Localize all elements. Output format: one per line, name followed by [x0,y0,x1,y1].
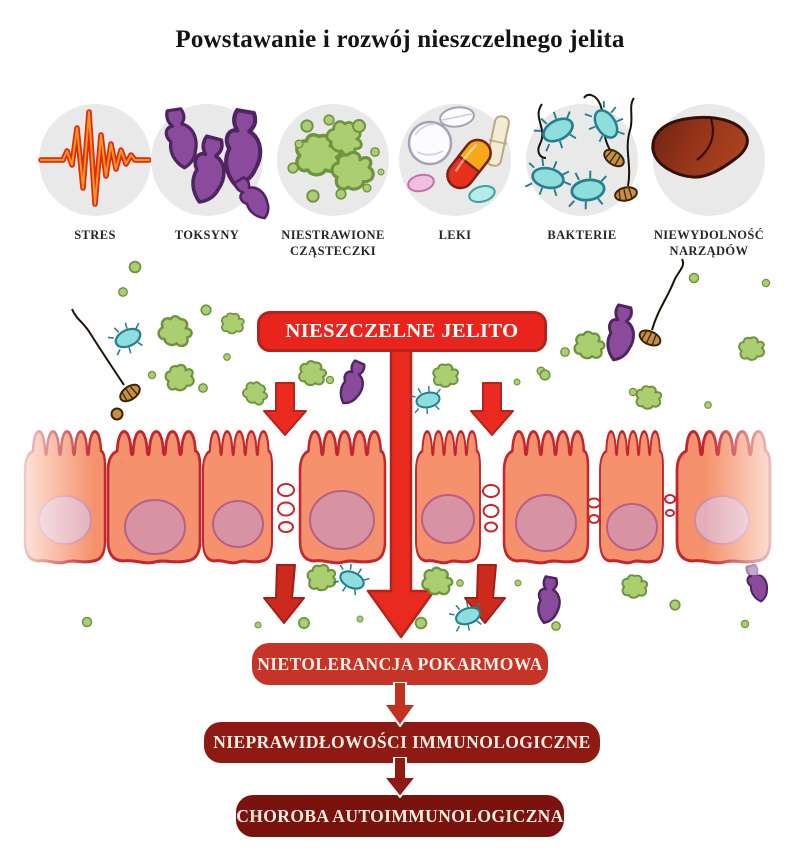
cause-circle [151,104,277,224]
bacteria-icon [521,93,640,214]
cause-item-drugs: LEKI [390,104,520,243]
tight-junction [588,514,600,524]
tight-junction [665,509,675,517]
cause-item-toxins: TOKSYNY [142,104,277,243]
outcome-banner-label: CHOROBA AUTOIMMUNOLOGICZNA [236,805,564,826]
cause-item-organ-failure: NIEWYDOLNOŚĆ NARZĄDÓW [644,104,774,260]
liver-icon [651,115,749,179]
stress-wave-icon [38,109,152,207]
cell-nucleus [124,499,186,555]
tight-junction [277,501,295,517]
outcome-banner-food-intolerance: NIETOLERANCJA POKARMOWA [252,643,548,685]
cause-item-bacteria: BAKTERIE [517,93,647,243]
cause-label: BAKTERIE [547,228,617,242]
cause-item-undigested: NIESTRAWIONE CZĄSTECZKI [268,104,398,260]
big-down-arrow-icon [366,347,436,639]
leaky-gut-banner-label: NIESZCZELNE JELITO [285,320,519,342]
left-fade [0,413,95,575]
cause-circle [521,93,640,216]
cause-item-stress: STRES [30,104,160,243]
particles-above [71,258,771,421]
cause-circle [651,104,765,216]
outcome-banner-label: NIEPRAWIDŁOWOŚCI IMMUNOLOGICZNE [213,732,591,752]
page-title: Powstawanie i rozwój nieszczelnego jelit… [175,26,625,53]
tight-junction [664,494,676,504]
cause-label: NIESTRAWIONE CZĄSTECZKI [281,228,385,259]
cell-nucleus [515,494,577,552]
cause-circle [38,104,152,216]
undigested-particles-icon [287,114,385,203]
cause-label: NIEWYDOLNOŚĆ NARZĄDÓW [653,228,765,259]
tight-junction [482,484,500,498]
tight-junction [278,521,294,533]
tight-junctions [277,483,676,533]
down-arrow-icon [263,564,305,624]
tight-junction [484,521,498,533]
cause-label: TOKSYNY [174,228,240,242]
upper-down-arrows [263,382,514,436]
outcome-banner-autoimmune-disease: CHOROBA AUTOIMMUNOLOGICZNA [236,795,564,837]
toxins-icon [159,104,277,224]
leaky-gut-banner: NIESZCZELNE JELITO [257,311,547,352]
cell-nucleus [421,494,475,544]
tight-junction [587,497,601,509]
flow-arrow-icon [383,757,417,798]
tight-junction [277,483,295,497]
cell-nucleus [212,500,264,548]
outcome-banner-label: NIETOLERANCJA POKARMOWA [257,653,543,674]
cell-nucleus [309,490,375,550]
flow-arrow-icon [383,682,417,727]
gut-illustration [0,258,800,639]
cause-circle [277,104,389,216]
down-arrow-icon [470,382,514,436]
cell-nucleus [606,503,658,551]
down-arrow-icon [263,382,307,436]
cause-label: LEKI [438,228,472,242]
cause-circle [399,104,511,216]
tight-junction [482,504,500,518]
pills-icon [407,106,510,203]
cause-label: STRES [74,228,116,242]
right-fade [705,413,800,575]
